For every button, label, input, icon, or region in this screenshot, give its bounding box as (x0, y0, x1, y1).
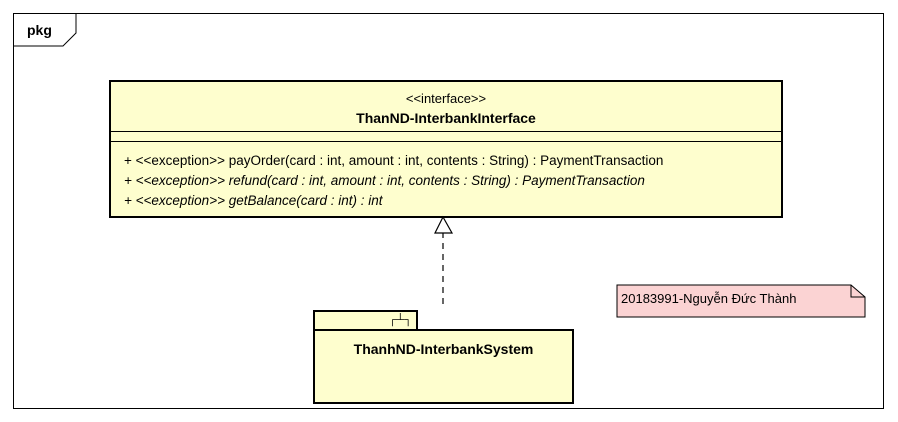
note-text: 20183991-Nguyễn Đức Thành (621, 291, 797, 306)
package-name: ThanhND-InterbankSystem (353, 341, 534, 357)
component-icon: ┌┴┐ (388, 314, 412, 326)
interface-name: ThanND-InterbankInterface (356, 110, 536, 126)
operations-list: + <<exception>> payOrder(card : int, amo… (124, 151, 663, 211)
package-tab: ┌┴┐ (313, 310, 418, 331)
operation-get-balance: + <<exception>> getBalance(card : int) :… (124, 193, 383, 208)
interface-class-box[interactable]: <<interface>> ThanND-InterbankInterface … (109, 80, 783, 218)
operations-separator (111, 141, 781, 142)
interface-stereotype: <<interface>> (405, 91, 487, 106)
realization-arrow[interactable] (434, 215, 454, 304)
package-box[interactable]: ThanhND-InterbankSystem (313, 329, 574, 404)
frame-label: pkg (27, 22, 52, 38)
note-shape[interactable] (616, 284, 866, 318)
operation-pay-order: + <<exception>> payOrder(card : int, amo… (124, 153, 664, 168)
diagram-frame (13, 13, 884, 409)
frame-tab (13, 13, 77, 47)
attributes-separator (111, 131, 781, 132)
operation-refund: + <<exception>> refund(card : int, amoun… (124, 173, 645, 188)
